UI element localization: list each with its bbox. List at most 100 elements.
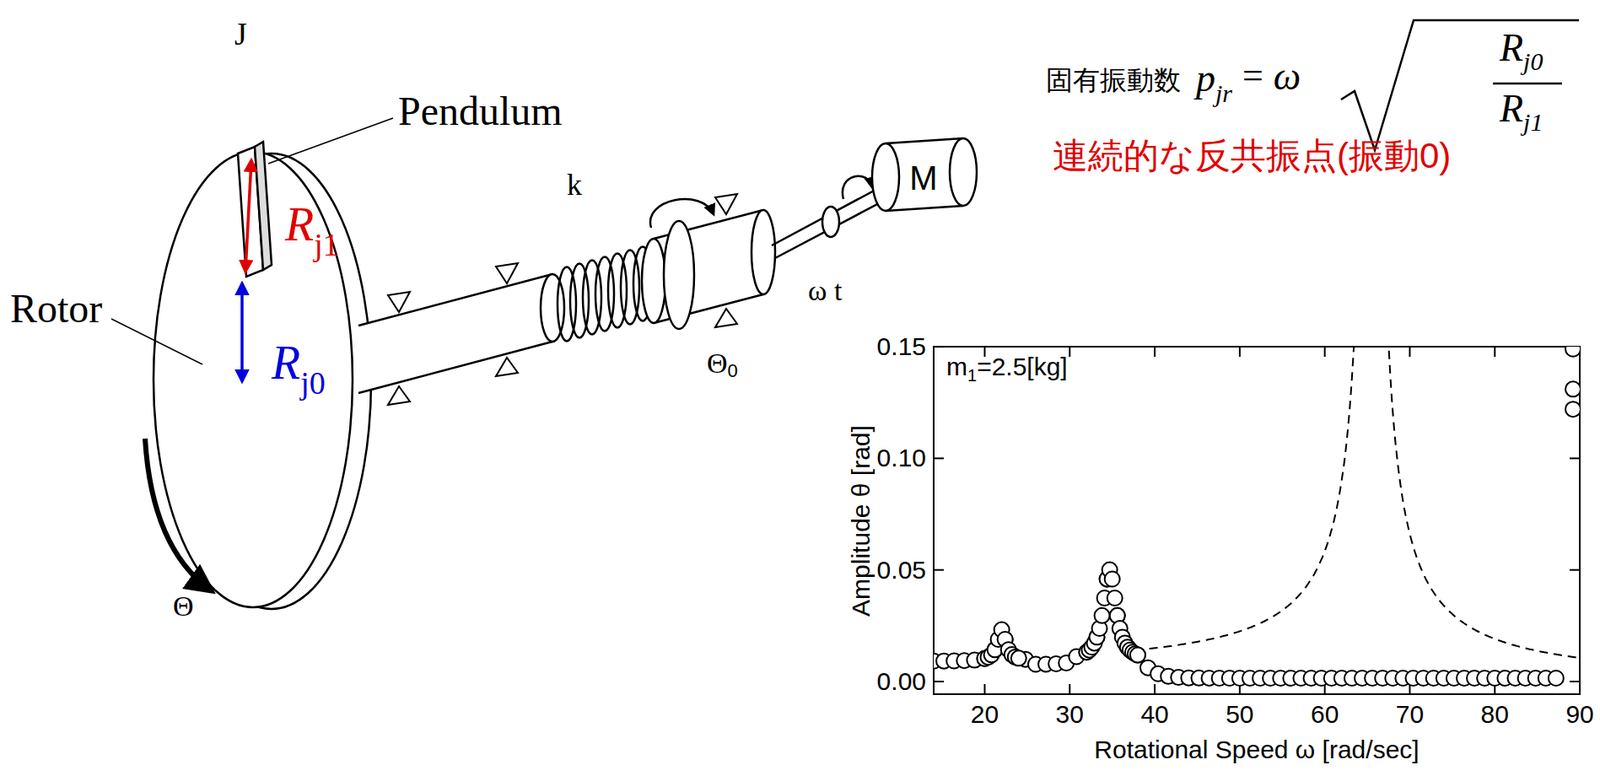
bearing-triangle xyxy=(715,308,738,328)
tick-label: 70 xyxy=(1395,700,1424,728)
data-point xyxy=(1548,670,1564,686)
shaft-edge xyxy=(358,341,553,394)
formula-subscript: j1 xyxy=(1523,107,1543,136)
spring-coil xyxy=(557,247,652,342)
motor-label: M xyxy=(909,159,938,197)
tick-label: 30 xyxy=(1055,700,1084,728)
motor-end xyxy=(949,138,977,206)
bearing-symbols xyxy=(387,193,738,405)
formula-symbol: ω xyxy=(1273,55,1301,99)
radius-subscript: j0 xyxy=(300,366,326,402)
tick-mark xyxy=(1068,346,1071,357)
angle-symbol: Θ xyxy=(172,590,194,622)
axis-title: Amplitude θ [rad] xyxy=(845,425,874,617)
series-label: m xyxy=(946,352,968,381)
tick-mark xyxy=(1068,684,1071,695)
data-point xyxy=(1130,647,1146,663)
shaft-edge xyxy=(771,188,878,246)
shaft xyxy=(358,274,565,394)
shaft-edge xyxy=(358,274,553,326)
tick-label: 0.05 xyxy=(877,555,927,584)
fraction-bar xyxy=(1492,82,1563,86)
part-label: J xyxy=(234,16,248,53)
tick-mark xyxy=(983,684,986,695)
tick-label: 90 xyxy=(1565,700,1594,728)
angle-subscript: 0 xyxy=(727,360,739,382)
tick-mark xyxy=(1324,346,1326,357)
plot-data xyxy=(933,346,1580,686)
motor xyxy=(872,138,977,211)
rotation-arrow xyxy=(650,199,714,228)
data-point xyxy=(1565,346,1580,357)
coupling-end xyxy=(751,210,776,295)
tick-mark xyxy=(933,457,944,459)
length-arrow xyxy=(245,160,252,272)
angle-symbol: Θ xyxy=(706,347,728,379)
tick-mark xyxy=(1239,346,1241,357)
motor-face xyxy=(872,143,900,211)
tick-label: 50 xyxy=(1225,700,1254,728)
tick-mark xyxy=(1493,346,1496,357)
motor-shaft xyxy=(771,188,881,259)
tick-label: 40 xyxy=(1140,700,1169,728)
tick-mark xyxy=(1569,569,1580,572)
tick-mark xyxy=(933,569,944,572)
tick-mark xyxy=(1578,684,1581,695)
plot-frame xyxy=(933,346,1580,695)
tick-mark xyxy=(1569,680,1580,683)
tick-label: 0.00 xyxy=(877,667,927,695)
data-point xyxy=(1565,381,1580,397)
leader-line xyxy=(268,118,394,164)
formula-operator: = xyxy=(1242,55,1264,97)
shaft-collar xyxy=(822,206,840,238)
length-symbol: R xyxy=(285,199,314,252)
data-point xyxy=(1130,647,1146,663)
data-point xyxy=(1011,650,1027,666)
data-point xyxy=(1094,608,1110,624)
note-text: 連続的な反共振点(振動0) xyxy=(1052,136,1451,176)
tick-mark xyxy=(1569,457,1580,459)
shaft-edge xyxy=(775,202,881,259)
bearing-triangle xyxy=(495,263,518,284)
tick-label: 60 xyxy=(1310,700,1339,728)
formula-symbol: R xyxy=(1499,26,1524,71)
radius-arrow xyxy=(240,283,244,382)
coupling xyxy=(641,210,776,329)
motor-edge xyxy=(885,205,964,211)
bearing-triangle xyxy=(387,386,410,405)
tick-mark xyxy=(933,680,944,683)
leader-line xyxy=(111,318,203,365)
motor-edge xyxy=(885,138,964,144)
formula-title: 固有振動数 xyxy=(1045,65,1181,96)
tick-mark xyxy=(1153,684,1156,695)
chart xyxy=(926,235,1581,695)
pendulum-bar xyxy=(237,141,272,277)
length-subscript: j1 xyxy=(313,227,340,264)
data-point xyxy=(1104,571,1121,587)
tick-label: 0.10 xyxy=(877,443,927,472)
part-label: Pendulum xyxy=(398,89,563,135)
tick-mark xyxy=(933,345,944,348)
bearing-triangle xyxy=(495,357,518,377)
bearing-triangle xyxy=(715,193,738,215)
rotation-arrow xyxy=(842,176,873,200)
data-point xyxy=(1107,590,1123,606)
part-label: Rotor xyxy=(10,286,103,332)
shaft-body xyxy=(358,274,553,394)
tick-label: 20 xyxy=(970,700,999,728)
axis-title: Rotational Speed ω [rad/sec] xyxy=(1093,735,1419,764)
rotation-arrow xyxy=(145,438,211,591)
formula-subscript: j0 xyxy=(1523,47,1543,76)
series-subscript: 1 xyxy=(967,366,977,385)
tick-mark xyxy=(1153,346,1156,357)
data-point xyxy=(1565,401,1580,417)
input-label: ω t xyxy=(808,274,842,307)
tick-label: 0.15 xyxy=(877,332,927,361)
pendulum-side xyxy=(254,141,272,270)
formula-symbol: R xyxy=(1499,87,1524,131)
bearing-triangle xyxy=(387,291,410,313)
theory-curve xyxy=(1120,346,1580,658)
root-sign xyxy=(1341,20,1579,151)
formula-symbol: p xyxy=(1195,57,1216,101)
